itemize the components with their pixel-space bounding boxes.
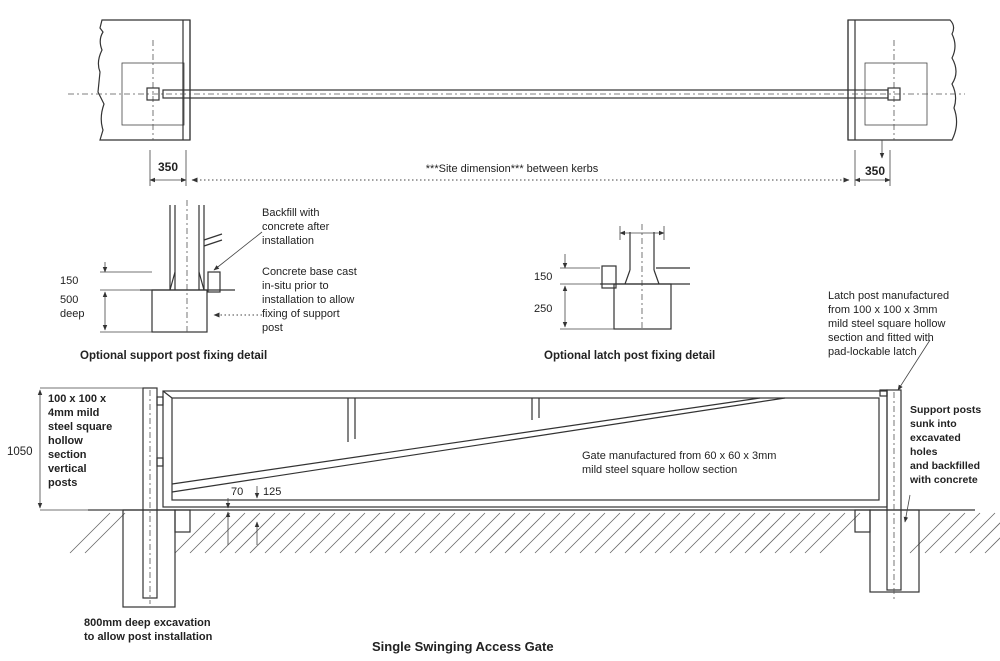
gate-brace [171,397,786,493]
elev-note-gate: Gate manufactured from 60 x 60 x 3mm mil… [582,450,779,476]
ground-hatch-line [564,512,606,554]
ground-hatch-line [444,512,486,554]
ground-hatch-line [504,512,546,554]
support-note-backfill: Backfill with concrete after installatio… [262,207,332,247]
gate-frame [162,390,888,508]
plan-left-ground [97,19,191,141]
ground-hatch-line [699,512,741,554]
elev-dim-1050: 1050 [7,446,33,458]
latch-dim-250: 250 [534,303,552,315]
elev-dim-125: 125 [263,486,281,498]
ground-hatch-line [624,512,666,554]
elev-note-support-posts: Support posts sunk into excavated holes … [909,404,984,486]
latch-dim-150: 150 [534,271,552,283]
latch-concrete-base [613,283,672,330]
support-caption: Optional support post fixing detail [80,350,267,362]
ground-hatch-line [729,512,771,554]
ground-hatch-line [264,512,306,554]
plan-dim-center: ***Site dimension*** between kerbs [426,163,599,175]
ground-hatch-line [489,512,531,554]
ground-hatch-line [474,512,516,554]
ground-hatch-line [339,512,381,554]
ground-hatch-line [414,512,456,554]
ground-hatch-line [399,512,441,554]
ground-hatch-line [429,512,471,554]
ground-hatch-line [804,512,846,554]
latch-caption: Optional latch post fixing detail [544,350,715,362]
support-concrete-base [151,289,208,333]
ground-hatch-line [204,512,246,554]
plan-right-ground [847,19,958,141]
ground-hatch-line [954,512,996,554]
ground-hatch-line [759,512,801,554]
ground-hatch-line [579,512,621,554]
ground-hatch-line [924,512,966,554]
ground-hatch-line [384,512,426,554]
ground-hatch-line [324,512,366,554]
support-dim-deep: deep [60,308,84,320]
ground-hatch-line [969,522,1000,554]
ground-hatch-line [519,512,561,554]
ground-hatch-line [744,512,786,554]
ground-hatch-line [534,512,576,554]
ground-hatch-line [909,512,951,554]
plan-view: 350 350 ***Site dimension*** between ker… [68,19,965,186]
support-post-detail: 150 500 deep Backfill with concrete afte… [60,200,360,362]
ground-hatch-line [819,512,861,554]
latch-post-detail: 150 250 Optional latch post fixing detai… [534,224,715,362]
ground-hatch-line [939,512,981,554]
ground-hatch-line [354,512,396,554]
ground-hatch-line [984,537,1000,554]
plan-dim-right: 350 [865,164,885,178]
support-post [142,387,158,599]
ground-hatch-line [594,512,636,554]
ground-hatch-line [309,512,351,554]
ground-hatch-line [669,512,711,554]
ground-hatch-line [234,512,276,554]
ground-hatch-line [714,512,756,554]
ground-hatch-line [459,512,501,554]
support-dim-150: 150 [60,275,78,287]
ground-hatch-line [294,512,336,554]
ground-hatch-line [789,512,831,554]
ground-hatch-line [369,512,411,554]
gate-elevation: 1050 100 x 100 x 4mm mild steel square h… [7,290,1000,654]
support-note-base: Concrete base cast in-situ prior to inst… [262,266,360,334]
ground-hatch-line [684,512,726,554]
ground-hatch-line [84,512,126,554]
ground-hatch-line [69,512,111,554]
elev-dim-70: 70 [231,486,243,498]
left-excavation [122,509,176,608]
elev-note-vertical-posts: 100 x 100 x 4mm mild steel square hollow… [48,393,115,489]
ground-hatch-line [549,512,591,554]
drawing-title: Single Swinging Access Gate [372,639,554,654]
ground-hatch-line [654,512,696,554]
plan-dim-left: 350 [158,160,178,174]
elev-note-latch-post: Latch post manufactured from 100 x 100 x… [828,290,952,358]
ground-hatch-line [279,512,321,554]
ground-hatch-line [174,512,216,554]
ground-hatch-line [219,512,261,554]
ground-hatch-line [609,512,651,554]
ground-hatch-line [774,512,816,554]
ground-hatch-line [189,512,231,554]
elev-note-excavation: 800mm deep excavation to allow post inst… [84,617,214,643]
right-excavation [869,509,920,593]
ground-hatch [69,509,1000,554]
ground-hatch-line [249,512,291,554]
support-dim-500: 500 [60,294,78,306]
ground-hatch-line [639,512,681,554]
